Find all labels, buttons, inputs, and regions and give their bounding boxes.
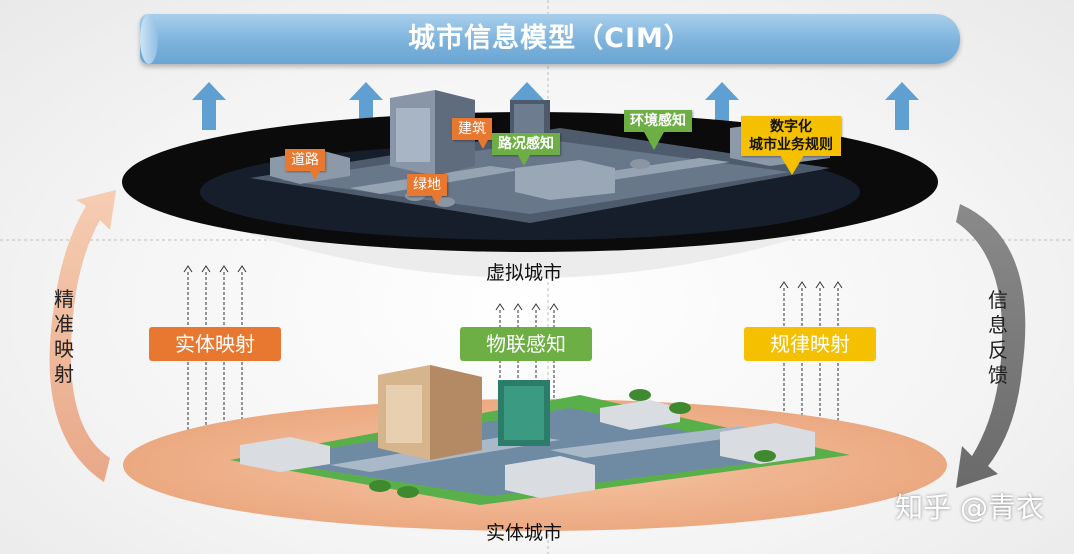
digital-rules-line2: 城市业务规则: [749, 137, 833, 153]
building-tag: 建筑: [452, 118, 492, 140]
left-side-char: 映: [54, 337, 74, 361]
right-side-char: 反: [988, 338, 1008, 362]
up-arrow-icon: [349, 82, 383, 130]
left-side-label: 精 准 映 射: [52, 287, 76, 387]
up-arrow-icon: [885, 82, 919, 130]
rule-mapping-label: 规律映射: [744, 327, 876, 361]
curved-arrow-icon: [49, 190, 116, 482]
greenland-tag: 绿地: [407, 174, 447, 196]
left-side-char: 准: [54, 312, 74, 336]
physical-city-scene: [230, 365, 850, 505]
building-icon: [498, 380, 550, 446]
digital-rules-tag: 数字化 城市业务规则: [741, 116, 841, 156]
cim-banner: [140, 14, 960, 64]
cim-banner-cap: [140, 14, 158, 64]
digital-rules-line1: 数字化: [770, 119, 812, 135]
left-side-char: 精: [54, 287, 74, 311]
up-arrow-icon: [192, 82, 226, 130]
left-side-char: 射: [54, 362, 74, 386]
env-sensing-tag: 环境感知: [624, 110, 692, 132]
curved-arrow-icon: [956, 204, 1026, 488]
watermark: 知乎 @青衣: [895, 491, 1044, 524]
physical-city-label: 实体城市: [486, 522, 563, 544]
building-icon: [720, 423, 815, 464]
building-icon: [505, 456, 595, 498]
right-side-char: 息: [988, 313, 1008, 337]
tree-icon: [369, 389, 776, 498]
right-side-label: 信 息 反 馈: [986, 288, 1010, 388]
building-icon: [515, 160, 615, 200]
building-icon: [240, 437, 330, 472]
up-arrow-icon: [705, 82, 739, 130]
building-icon: [378, 365, 482, 460]
right-side-char: 信: [988, 288, 1008, 312]
entity-mapping-label: 实体映射: [149, 327, 281, 361]
building-icon: [600, 400, 680, 430]
road-tag: 道路: [285, 149, 325, 171]
road-sensing-tag: 路况感知: [492, 133, 560, 155]
cim-banner-title: 城市信息模型（CIM）: [408, 23, 692, 54]
iot-sensing-label: 物联感知: [460, 327, 592, 361]
right-side-char: 馈: [988, 363, 1008, 387]
virtual-city-label: 虚拟城市: [486, 262, 563, 284]
